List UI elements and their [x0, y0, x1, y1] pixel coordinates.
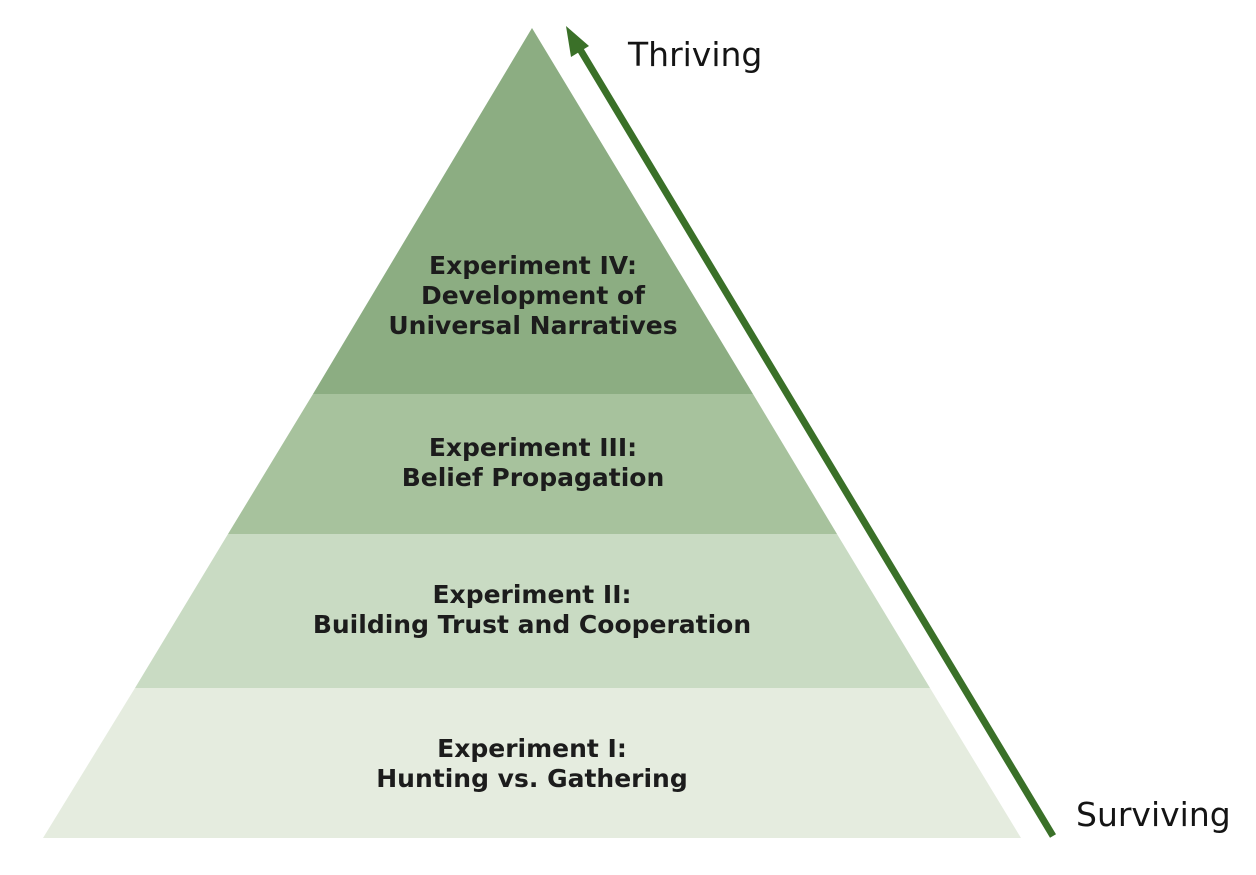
tier-4-line-2: Development of	[421, 281, 646, 310]
tier-3-band	[228, 394, 837, 534]
tier-1-subtitle: Hunting vs. Gathering	[376, 764, 688, 793]
progress-arrow-shaft	[575, 44, 1056, 838]
tier-2-title: Experiment II:	[432, 580, 631, 609]
tier-3-subtitle: Belief Propagation	[402, 463, 665, 492]
tier-1-band	[43, 688, 1021, 838]
tier-4-title: Experiment IV:	[429, 251, 637, 280]
tier-4-line-3: Universal Narratives	[388, 311, 677, 340]
tier-3-title: Experiment III:	[429, 433, 637, 462]
tier-2-band	[135, 534, 930, 688]
tier-2-subtitle: Building Trust and Cooperation	[313, 610, 751, 639]
thriving-label: Thriving	[627, 35, 762, 74]
surviving-label: Surviving	[1076, 795, 1231, 834]
progress-arrow-head-icon	[566, 26, 589, 57]
tier-4-band	[313, 28, 753, 394]
tier-1-title: Experiment I:	[437, 734, 627, 763]
